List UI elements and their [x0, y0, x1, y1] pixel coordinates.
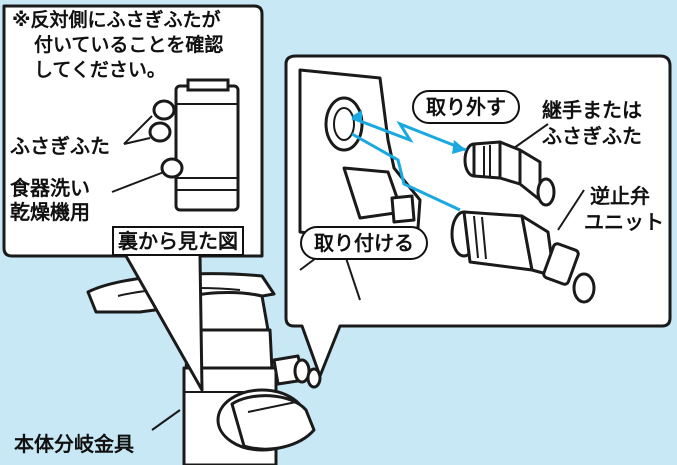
valve-label-line1: 逆止弁: [590, 184, 650, 208]
back-view-callout: [2, 4, 264, 392]
remove-label: 取り外す: [412, 90, 520, 124]
back-view-label: 裏から見た図: [112, 226, 244, 256]
install-detail-callout: [284, 54, 672, 378]
joint-label-line1: 継手または: [542, 98, 642, 122]
joint-label-line2: ふさぎふた: [542, 124, 642, 148]
cap-label: ふさぎふた: [10, 134, 110, 158]
note-line-3: してください。: [34, 59, 166, 81]
main-body-leader: [151, 409, 181, 431]
attach-label: 取り付ける: [300, 226, 428, 260]
valve-label-line2: ユニット: [584, 210, 664, 234]
faucet-main-body: [86, 272, 322, 465]
dishwasher-label-line2: 乾燥機用: [10, 200, 90, 224]
note-confirm-cap: ※反対側にふさぎふたが 付いていることを確認 してください。: [12, 8, 262, 83]
note-line-2: 付いていることを確認: [34, 34, 224, 56]
dishwasher-label-line1: 食器洗い: [10, 176, 90, 200]
note-line-1: ※反対側にふさぎふたが: [12, 9, 221, 31]
main-body-label: 本体分岐金具: [14, 432, 134, 456]
